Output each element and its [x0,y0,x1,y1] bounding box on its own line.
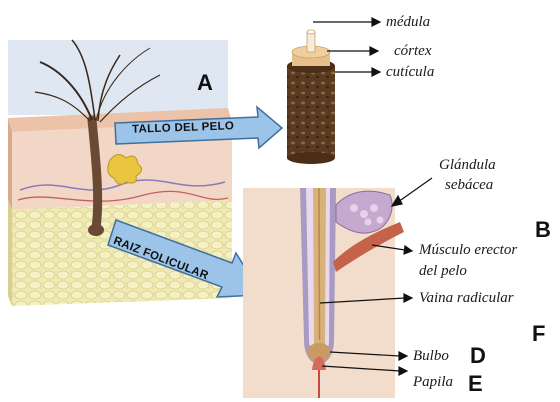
letter-a: A [197,72,213,94]
letter-b: B [535,219,551,241]
label-glandula: Glándula [439,157,496,173]
label-cortex: córtex [394,43,431,59]
letter-e: E [468,373,483,395]
hair-shaft-cylinder [287,30,335,164]
label-sebacea: sebácea [445,177,493,193]
label-medula: médula [386,14,430,30]
letter-d: D [470,345,486,367]
label-musculo-erector: Músculo erector [419,242,517,258]
label-bulbo: Bulbo [413,348,449,364]
letter-f: F [532,323,545,345]
label-vaina-radicular: Vaina radicular [419,290,514,306]
label-papila: Papila [413,374,453,390]
label-cuticula: cutícula [386,64,434,80]
label-del-pelo: del pelo [419,263,467,279]
